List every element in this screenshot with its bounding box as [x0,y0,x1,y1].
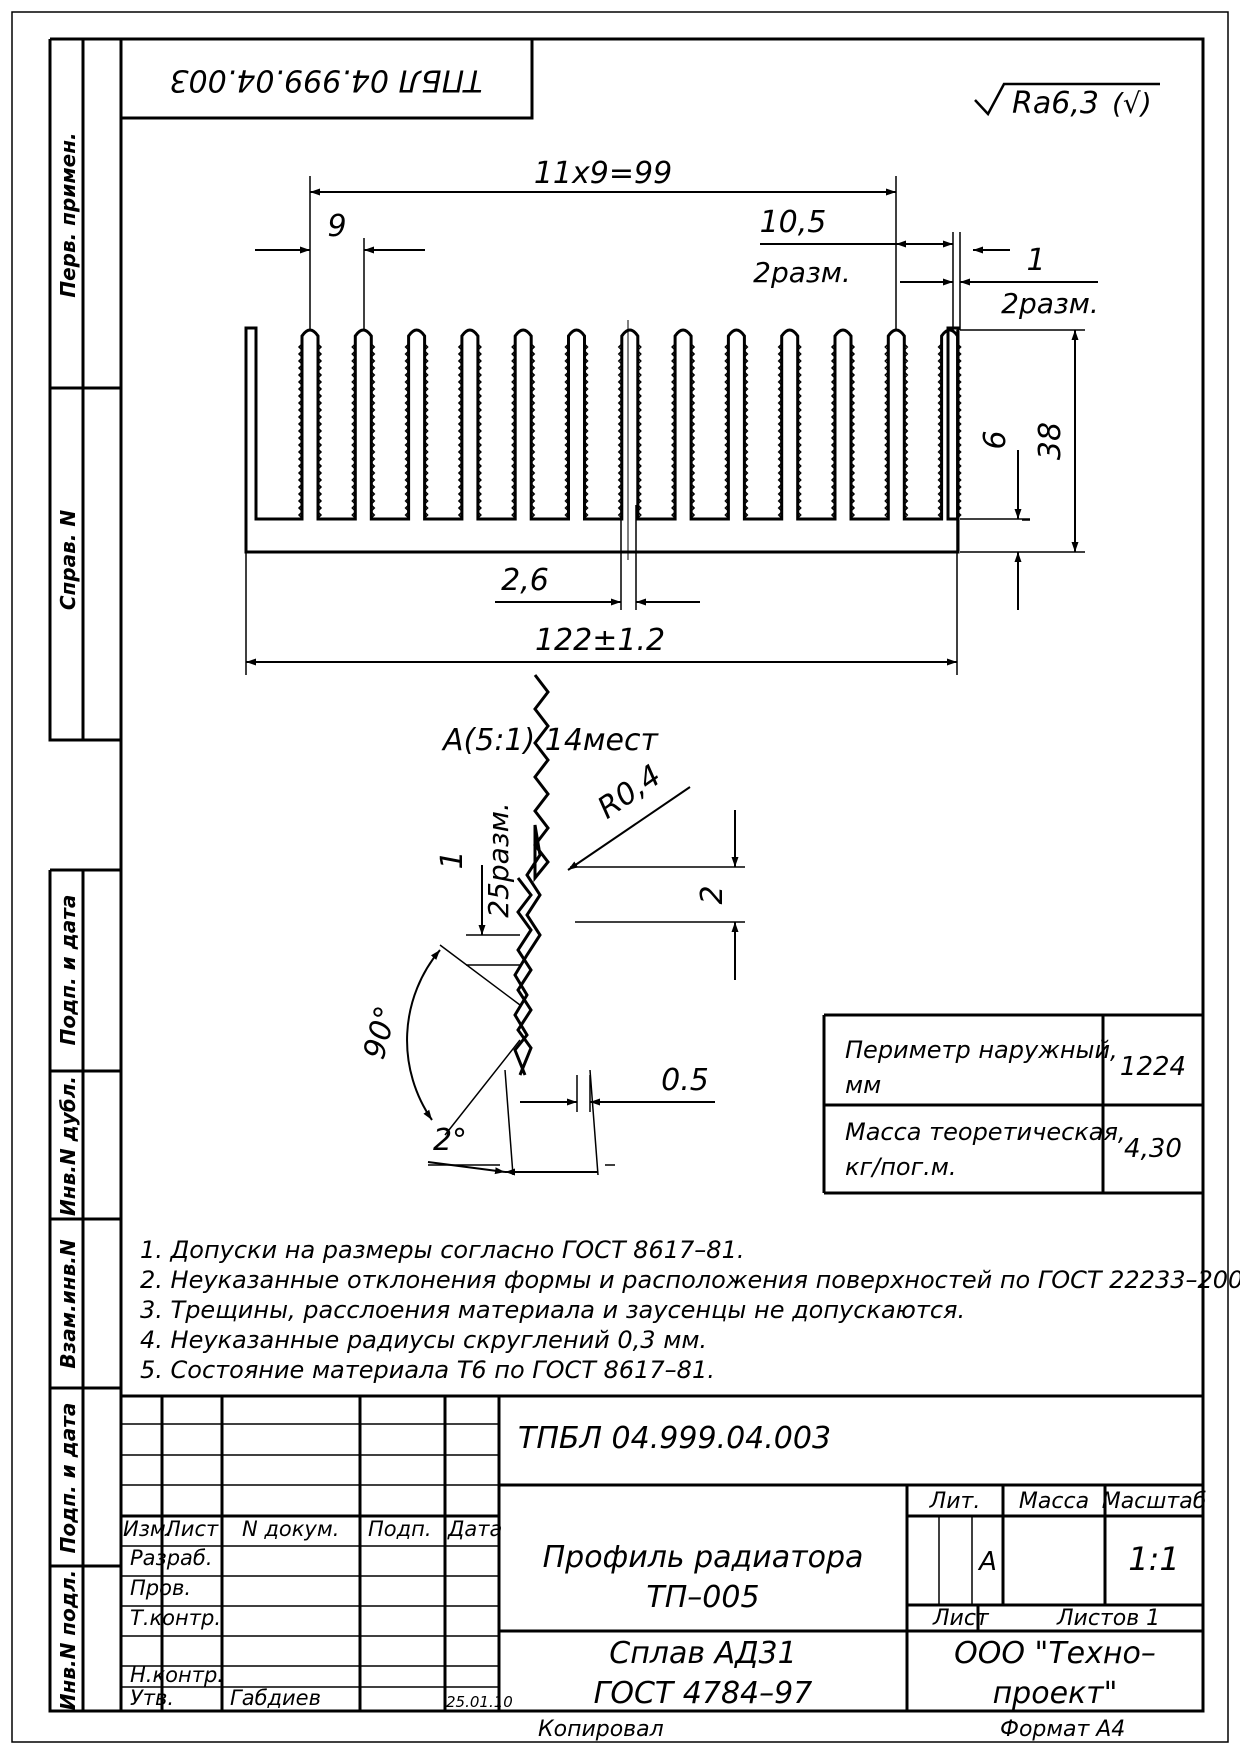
scale-value: 1:1 [1128,1540,1180,1578]
prop-value: 4,30 [1124,1134,1182,1164]
col-header-sign: Подп. [368,1517,432,1541]
corner-code: ТПБЛ 04.999.04.003 [169,63,482,98]
row-role: Н.контр. [130,1663,224,1687]
detail-step: 1 [435,850,470,869]
properties-table: Периметр наружный, мм 1224 Масса теорети… [822,1013,1203,1195]
detail-tip: 2 [695,885,730,904]
dim-pitch: 9 [327,209,346,244]
fin-serration [884,343,909,519]
fin-detail-outline [513,674,550,1076]
footer-copied: Копировал [538,1717,664,1742]
sheets-label: Листов 1 [1056,1606,1160,1631]
prop-label: Масса теоретическая, [845,1118,1126,1146]
dim-width: 122±1.2 [535,623,665,658]
col-header-date: Дата [447,1517,502,1541]
fin-serration [297,343,323,519]
roughness-value: Ra6,3 [1012,86,1099,121]
heatsink-profile [244,320,962,560]
note: 1. Допуски на размеры согласно ГОСТ 8617… [140,1236,744,1264]
fin-serration [564,343,589,519]
detail-title: A(5:1) 14мест [441,723,660,758]
company-name: ООО "Техно– [954,1636,1156,1671]
fin-serration [830,343,856,519]
detail-radius: R0,4 [591,758,667,826]
side-stamp-label: Подп. и дата [56,1403,80,1554]
sheet-label: Лист [932,1606,990,1631]
col-header-sheet: Лист [164,1517,219,1541]
detail-view-a: A(5:1) 14мест 2° 0.5 2 R0,4 1 25разм. 90… [357,674,745,1176]
corner-code-stamp: ТПБЛ 04.999.04.003 [119,37,534,120]
fin-serration [457,343,482,519]
fin-serration [777,343,802,519]
side-stamp-label: Взам.инв.N [56,1239,80,1368]
col-header-change: Изм. [123,1517,172,1541]
note: 4. Неуказанные радиусы скруглений 0,3 мм… [140,1326,707,1354]
fin-serration [671,343,696,519]
approve-date: 25.01.10 [446,1693,513,1711]
heatsink-outline [244,326,960,554]
dim-pitch-total: 11x9=99 [534,156,672,191]
row-role: Разраб. [130,1546,213,1570]
roughness-suffix: (√) [1112,87,1152,120]
fin-serration [937,343,962,519]
product-name: Профиль радиатора [543,1540,864,1575]
title-block: ТПБЛ 04.999.04.003 Изм. Лист N докум. По… [119,1394,1207,1711]
lit-value: А [977,1547,997,1577]
prop-label: Периметр наружный, [845,1036,1118,1064]
detail-step-count: 25разм. [482,802,515,917]
side-stamp-label: Перв. примен. [56,132,80,297]
company-name-cont: проект" [993,1676,1118,1711]
prop-value: 1224 [1120,1052,1186,1082]
side-stamp: Перв. примен. Справ. N Подп. и дата Инв.… [48,37,123,1713]
row-role: Утв. [130,1686,174,1710]
material-standard: ГОСТ 4784–97 [594,1676,813,1711]
row-role: Т.контр. [130,1606,221,1630]
mass-label: Масса [1019,1489,1089,1514]
row-role: Пров. [130,1576,191,1600]
sheet-trim [11,11,1229,1743]
fin-serration [511,343,536,519]
note: 5. Состояние материала Т6 по ГОСТ 8617–8… [140,1356,715,1384]
approver-name: Габдиев [230,1686,321,1710]
material-grade: Сплав АД31 [609,1636,796,1671]
side-stamp-label: Справ. N [56,510,80,611]
note: 2. Неуказанные отклонения формы и распол… [140,1266,1240,1294]
detail-angle: 90° [357,1002,405,1062]
main-dimensions: 11x9=99 9 10,5 2разм. 1 2разм. 38 6 2,6 … [245,156,1099,675]
dim-end-offset-count: 2разм. [753,256,851,289]
note: 3. Трещины, расслоения материала и заусе… [140,1296,965,1324]
title-code: ТПБЛ 04.999.04.003 [518,1421,831,1456]
dim-center-fin: 2,6 [501,563,549,598]
side-stamp-label: Подп. и дата [56,895,80,1046]
dim-fin-gap: 1 [1026,243,1045,278]
roughness-symbol: Ra6,3 (√) [974,82,1160,121]
product-code: ТП–005 [646,1580,759,1615]
prop-label: кг/пог.м. [845,1153,957,1181]
side-stamp-label: Инв.N подл. [56,1570,80,1710]
fin-serration [724,343,749,519]
dim-base: 6 [978,430,1013,449]
footer-format: Формат А4 [1000,1717,1125,1742]
col-header-doc: N докум. [242,1517,339,1541]
fin-serration [404,343,429,519]
fin-serration [351,343,376,519]
technical-notes: 1. Допуски на размеры согласно ГОСТ 8617… [140,1236,1240,1384]
dim-height: 38 [1033,422,1068,460]
fin-serration [617,343,642,519]
lit-label: Лит. [929,1489,981,1514]
dim-end-offset: 10,5 [760,205,827,240]
dim-fin-gap-count: 2разм. [1001,287,1099,320]
side-stamp-label: Инв.N дубл. [56,1076,80,1216]
detail-tooth: 0.5 [661,1063,709,1098]
prop-label: мм [845,1071,881,1099]
scale-label: Масштаб [1102,1489,1207,1514]
